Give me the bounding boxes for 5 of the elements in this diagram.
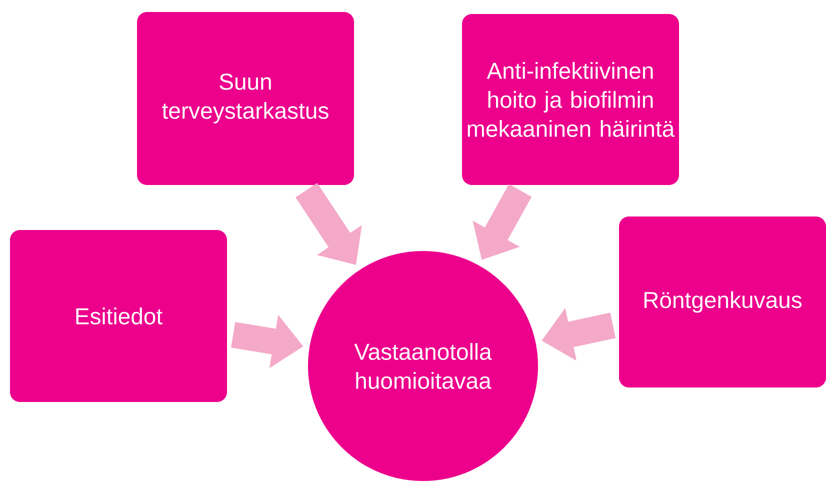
process-box: Esitiedot: [10, 230, 227, 402]
process-box: Suun terveystarkastus: [137, 12, 354, 185]
process-box: Anti-infektiivinen hoito ja biofilmin mekaaninen häirintä: [462, 14, 679, 185]
circle-node: Vastaanotolla huomioitavaa: [308, 251, 538, 481]
process-box: Röntgenkuvaus: [619, 216, 826, 388]
